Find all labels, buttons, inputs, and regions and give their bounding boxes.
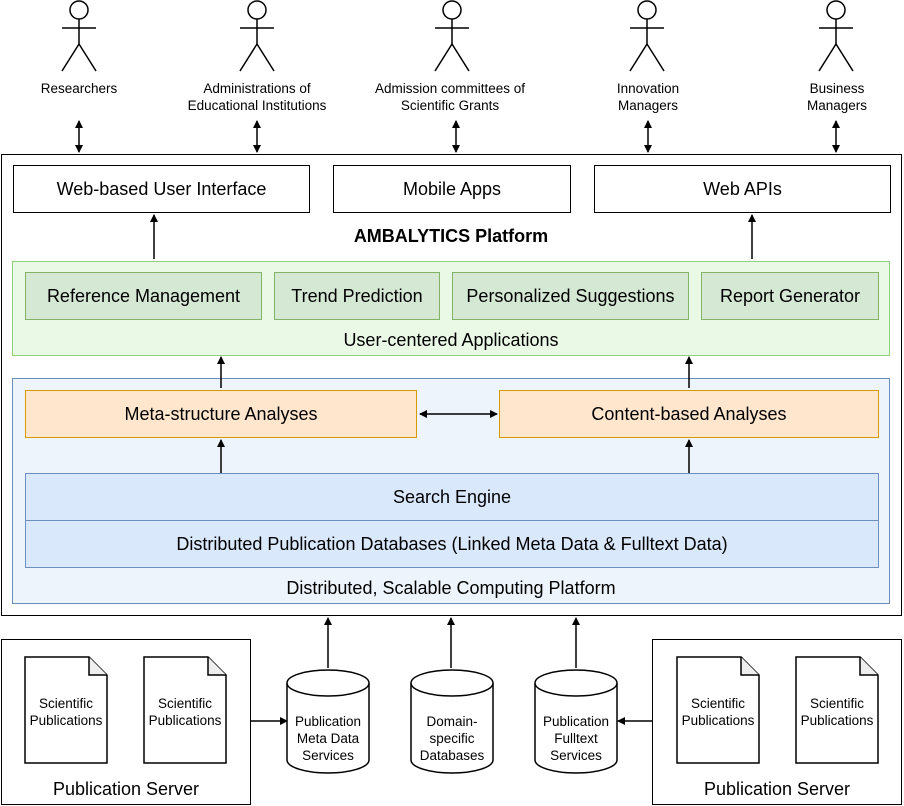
doc-left-2-icon bbox=[143, 656, 227, 764]
db-domain-icon bbox=[410, 669, 494, 774]
app-trend-prediction: Trend Prediction bbox=[274, 272, 440, 320]
applications-label: User-centered Applications bbox=[343, 330, 559, 350]
actor-administrations-icon bbox=[239, 0, 275, 72]
search-engine-box: Search Engine bbox=[25, 473, 879, 521]
db-metadata-icon bbox=[286, 669, 370, 774]
actor-researchers-icon bbox=[61, 0, 97, 72]
actor-innovation-managers-icon bbox=[629, 0, 665, 72]
actor-label-business: Business Managers bbox=[806, 81, 868, 113]
actor-label-innovation: Innovation Managers bbox=[616, 81, 680, 113]
db-domain-label: Domain- specific Databases bbox=[419, 714, 485, 763]
doc-right-1-label: Scientific Publications bbox=[681, 696, 755, 728]
web-apis-box: Web APIs bbox=[594, 165, 891, 213]
db-metadata-label: Publication Meta Data Services bbox=[294, 714, 362, 763]
actor-label-administrations: Administrations of Educational Instituti… bbox=[187, 81, 327, 113]
app-personalized-suggestions: Personalized Suggestions bbox=[452, 272, 689, 320]
publication-server-left-label: Publication Server bbox=[52, 779, 200, 799]
doc-right-2-label: Scientific Publications bbox=[800, 696, 874, 728]
doc-left-1-icon bbox=[24, 656, 108, 764]
db-fulltext-icon bbox=[534, 669, 618, 774]
actor-business-managers-icon bbox=[818, 0, 854, 72]
content-based-analyses: Content-based Analyses bbox=[499, 390, 879, 438]
doc-left-2-label: Scientific Publications bbox=[148, 696, 222, 728]
doc-left-1-label: Scientific Publications bbox=[29, 696, 103, 728]
doc-right-2-icon bbox=[795, 656, 879, 764]
db-fulltext-label: Publication Fulltext Services bbox=[542, 714, 610, 763]
meta-structure-analyses: Meta-structure Analyses bbox=[25, 390, 417, 438]
actor-label-admission: Admission committees of Scientific Grant… bbox=[374, 81, 526, 113]
actor-label-researchers: Researchers bbox=[40, 81, 118, 96]
mobile-apps-box: Mobile Apps bbox=[333, 165, 571, 213]
actor-admission-committees-icon bbox=[434, 0, 470, 72]
doc-right-1-icon bbox=[676, 656, 760, 764]
app-report-generator: Report Generator bbox=[701, 272, 879, 320]
app-reference-management: Reference Management bbox=[25, 272, 262, 320]
computing-label: Distributed, Scalable Computing Platform bbox=[286, 578, 616, 598]
web-ui-box: Web-based User Interface bbox=[13, 165, 310, 213]
platform-title: AMBALYTICS Platform bbox=[353, 226, 549, 246]
publication-databases-box: Distributed Publication Databases (Linke… bbox=[25, 520, 879, 568]
publication-server-right-label: Publication Server bbox=[703, 779, 851, 799]
